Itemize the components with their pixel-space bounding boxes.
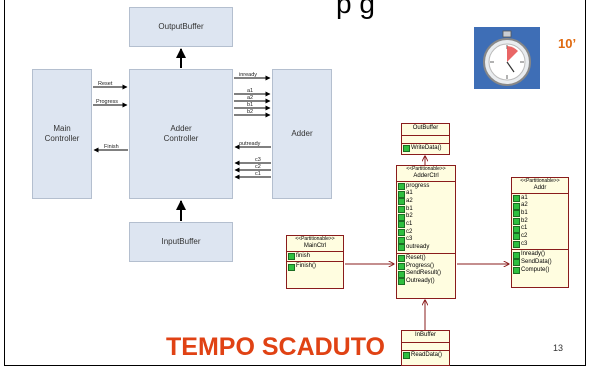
uml-class-adderctrl: <<Partitionable>>AdderCtrl progress a1 a… [396,165,456,299]
attribute-item: c2 [398,229,455,237]
operation-item: Progress() [398,263,455,271]
operation-icon [403,145,410,152]
operation-icon [398,263,405,270]
attribute-item: a1 [513,195,568,203]
c3-label: c3 [255,157,261,163]
a2-label: a2 [247,95,253,101]
attribute-item: progress [398,183,455,191]
uml-class-inbuffer: InBuffer ReadData() [401,330,450,366]
operation-item: SendResult() [398,270,455,278]
operation-icon [513,267,520,274]
adderctrl-attributes: progress a1 a2 b1 b2 c1 c2 c3 outready [397,182,455,254]
attribute-icon [513,195,520,202]
operation-icon [398,278,405,285]
attribute-icon [513,241,520,248]
attribute-icon [398,206,405,213]
addr-attributes: a1 a2 b1 b2 c1 c2 c3 [512,194,568,251]
adderctrl-operations: Reset() Progress() SendResult() Outready… [397,254,455,287]
operation-icon [403,352,410,359]
attribute-item: c2 [513,233,568,241]
uml-class-mainctrl: <<Partitionable>>MainCtrl finish Finish(… [286,235,344,289]
mainctrl-operations: Finish() [287,262,343,272]
attribute-item: c1 [513,225,568,233]
attribute-item: b1 [513,210,568,218]
attribute-item: b2 [398,213,455,221]
attribute-icon [513,233,520,240]
attribute-icon [398,237,405,244]
attribute-icon [398,198,405,205]
operation-item: Finish() [288,263,343,271]
attribute-item: outready [398,244,455,252]
mainctrl-attributes: finish [287,252,343,263]
operation-item: ReadData() [403,352,449,360]
attribute-item: a2 [513,202,568,210]
uml-class-addr: <<Partitionable>>Addr a1 a2 b1 b2 c1 c2 … [511,177,569,288]
inready-label: inready [239,72,257,78]
b2-label: b2 [247,109,253,115]
attribute-icon [513,210,520,217]
progress-label: Progress [96,99,118,105]
attribute-icon [513,218,520,225]
outbuffer-operations: WriteData() [402,144,449,154]
attribute-item: finish [288,253,343,261]
operation-icon [398,255,405,262]
operation-icon [513,259,520,266]
c1-label: c1 [255,171,261,177]
stopwatch-icon [474,27,540,89]
adderctrl-name: AdderCtrl [413,173,438,179]
addr-operations: Inready() SendData() Compute() [512,250,568,275]
addr-header: <<Partitionable>>Addr [512,178,568,194]
operation-item: Reset() [398,255,455,263]
attribute-item: b1 [398,206,455,214]
attribute-icon [398,183,405,190]
addr-name: Addr [534,185,547,191]
timer-label: 10’ [558,36,576,51]
uml-class-outbuffer: OutBuffer WriteData() [401,123,450,155]
attribute-item: a1 [398,190,455,198]
operation-icon [513,252,520,259]
stopwatch-image [474,27,540,89]
attribute-icon [513,203,520,210]
a1-label: a1 [247,88,253,94]
operation-icon [398,271,405,278]
outready-label: outready [239,141,261,147]
finish-label: Finish [104,144,119,150]
adderctrl-header: <<Partitionable>>AdderCtrl [397,166,455,182]
attribute-icon [288,253,295,260]
attribute-icon [398,191,405,198]
mainctrl-name: MainCtrl [304,243,326,249]
attribute-icon [513,226,520,233]
inbuffer-operations: ReadData() [402,351,449,361]
attribute-item: c3 [398,236,455,244]
attribute-item: c1 [398,221,455,229]
operation-icon [288,264,295,271]
operation-item: WriteData() [403,145,449,153]
mainctrl-header: <<Partitionable>>MainCtrl [287,236,343,252]
attribute-icon [398,214,405,221]
time-expired-banner: TEMPO SCADUTO [166,333,385,362]
attribute-icon [398,229,405,236]
attribute-item: a2 [398,198,455,206]
inbuffer-name: InBuffer [402,331,449,343]
reset-label: Reset [98,81,113,87]
outbuffer-attributes [402,136,449,144]
page-number: 13 [553,343,563,353]
inbuffer-attributes [402,343,449,351]
b1-label: b1 [247,102,253,108]
outbuffer-name: OutBuffer [402,124,449,136]
operation-item: Inready() [513,251,568,259]
attribute-item: b2 [513,218,568,226]
operation-item: Compute() [513,267,568,275]
c2-label: c2 [255,164,261,170]
operation-item: SendData() [513,259,568,267]
attribute-icon [398,244,405,251]
attribute-icon [398,221,405,228]
attribute-item: c3 [513,241,568,249]
operation-item: Outready() [398,278,455,286]
